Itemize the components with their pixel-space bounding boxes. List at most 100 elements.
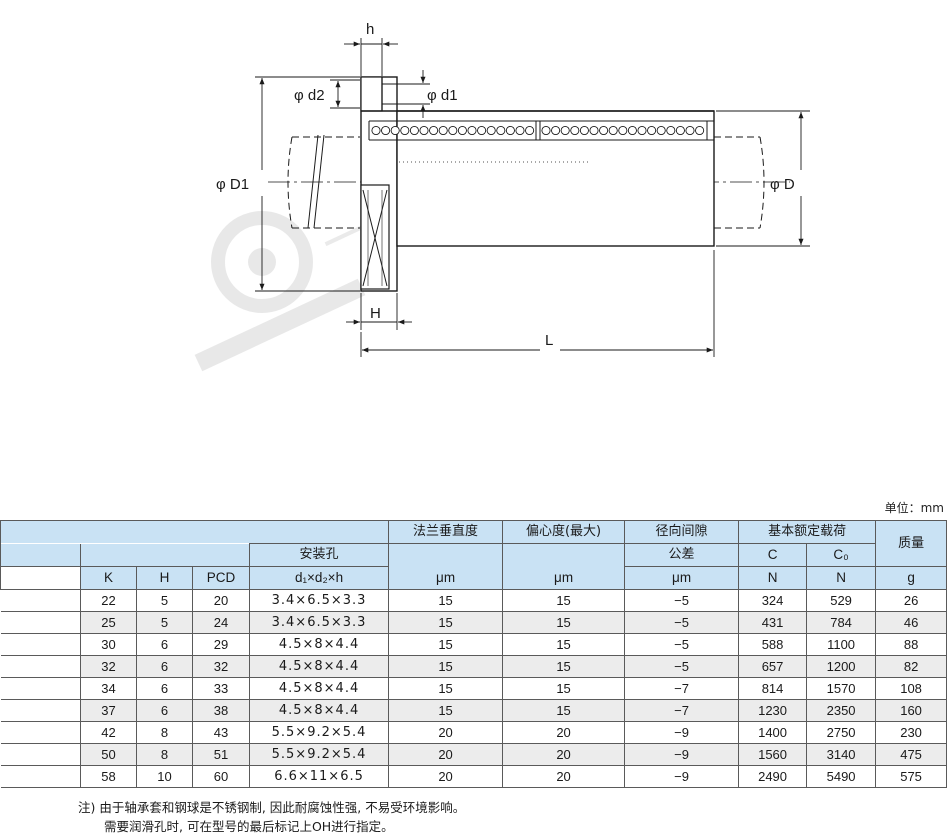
header-unit-N-1: N [738, 566, 808, 590]
cell-K: 25 [80, 611, 137, 634]
cell-mass: 475 [875, 743, 948, 766]
cell-eccentricity: 20 [502, 765, 626, 788]
specification-table: 法兰垂直度 偏心度(最大) 径向间隙 基本额定载荷 质量 安装孔 公差 C C₀… [0, 520, 948, 788]
cell-mounting-hole: 3.4×6.5×3.3 [248, 589, 390, 612]
cell-C0: 2350 [806, 699, 877, 722]
ball [551, 125, 561, 136]
cell-C: 1400 [738, 721, 808, 744]
ball [438, 125, 448, 136]
ball [467, 125, 477, 136]
header-unit-g: g [875, 566, 948, 590]
cell-PCD: 24 [192, 611, 250, 634]
header-mounting-hole: 安装孔 [248, 543, 390, 567]
cell-PCD: 60 [192, 765, 250, 788]
cell-mounting-hole: 4.5×8×4.4 [248, 699, 390, 722]
ball-row-right [541, 125, 705, 136]
cell-K: 37 [80, 699, 137, 722]
cell-tolerance: −5 [624, 589, 740, 612]
ball [477, 125, 487, 136]
cell-mounting-hole: 5.5×9.2×5.4 [248, 721, 390, 744]
cell-eccentricity: 15 [502, 677, 626, 700]
cell-PCD: 20 [192, 589, 250, 612]
ball [515, 125, 525, 136]
header-basic-load-rating: 基本额定载荷 [738, 520, 877, 544]
cell-eccentricity: 15 [502, 655, 626, 678]
cell-flange-perp: 15 [388, 677, 504, 700]
header-row-1: 法兰垂直度 偏心度(最大) 径向间隙 基本额定载荷 质量 [0, 520, 948, 567]
header-unit-um-2: μm [502, 566, 626, 590]
cell-K: 34 [80, 677, 137, 700]
header-PCD: PCD [192, 566, 250, 590]
header-unit-N-2: N [806, 566, 877, 590]
ball [560, 125, 570, 136]
cell-mounting-hole: 4.5×8×4.4 [248, 633, 390, 656]
bearing-technical-drawing: 一商城 [194, 21, 810, 372]
unit-label: 单位：mm [884, 501, 944, 515]
dim-label-L: L [545, 332, 553, 349]
cell-mass: 575 [875, 765, 948, 788]
cell-H: 6 [136, 633, 193, 656]
cell-flange-perp: 15 [388, 611, 504, 634]
cell-tolerance: −9 [624, 743, 740, 766]
dim-label-h: h [366, 21, 374, 38]
header-radial-clearance: 径向间隙 [624, 520, 740, 544]
cell-eccentricity: 20 [502, 721, 626, 744]
cell-flange-perp: 15 [388, 655, 504, 678]
header-hole-formula: d₁×d₂×h [248, 566, 390, 590]
cell-H: 8 [136, 721, 193, 744]
cell-K: 22 [80, 589, 137, 612]
header-flange-perpendicularity: 法兰垂直度 [388, 520, 504, 544]
cell-K: 50 [80, 743, 137, 766]
cell-K: 58 [80, 765, 137, 788]
cell-eccentricity: 15 [502, 699, 626, 722]
ball [409, 125, 419, 136]
ball [666, 125, 676, 136]
cell-C: 814 [738, 677, 808, 700]
ball [675, 125, 685, 136]
dim-label-d1: φ d1 [427, 87, 458, 104]
ball-row-left [371, 125, 535, 136]
note-line-1: 注) 由于轴承套和钢球是不锈钢制, 因此耐腐蚀性强, 不易受环境影响。 [78, 800, 466, 815]
cell-C0: 529 [806, 589, 877, 612]
cell-PCD: 43 [192, 721, 250, 744]
header-C: C [738, 543, 808, 567]
cell-C0: 5490 [806, 765, 877, 788]
header-mass: 质量 [875, 520, 948, 567]
cell-C0: 1570 [806, 677, 877, 700]
header-H: H [136, 566, 193, 590]
ball [685, 125, 695, 136]
cell-mounting-hole: 5.5×9.2×5.4 [248, 743, 390, 766]
dim-label-D: φ D [770, 176, 795, 193]
ball [570, 125, 580, 136]
header-row-2: 安装孔 公差 C C₀ [0, 543, 947, 567]
cell-mass: 230 [875, 721, 948, 744]
cell-mounting-hole: 4.5×8×4.4 [248, 655, 390, 678]
ball [695, 125, 705, 136]
ball [400, 125, 410, 136]
cell-C: 588 [738, 633, 808, 656]
cell-K: 32 [80, 655, 137, 678]
ball [599, 125, 609, 136]
cell-C: 657 [738, 655, 808, 678]
cell-K: 42 [80, 721, 137, 744]
cell-H: 5 [136, 589, 193, 612]
cell-eccentricity: 20 [502, 743, 626, 766]
cell-H: 6 [136, 655, 193, 678]
cell-C: 2490 [738, 765, 808, 788]
cell-C0: 3140 [806, 743, 877, 766]
cell-tolerance: −9 [624, 765, 740, 788]
cell-C0: 2750 [806, 721, 877, 744]
cell-tolerance: −5 [624, 633, 740, 656]
ball [419, 125, 429, 136]
ball [486, 125, 496, 136]
cell-H: 6 [136, 677, 193, 700]
cell-C0: 784 [806, 611, 877, 634]
cell-PCD: 38 [192, 699, 250, 722]
footnotes: 注) 由于轴承套和钢球是不锈钢制, 因此耐腐蚀性强, 不易受环境影响。 需要润滑… [78, 798, 466, 836]
cell-C: 1230 [738, 699, 808, 722]
cell-mounting-hole: 6.6×11×6.5 [248, 765, 390, 788]
